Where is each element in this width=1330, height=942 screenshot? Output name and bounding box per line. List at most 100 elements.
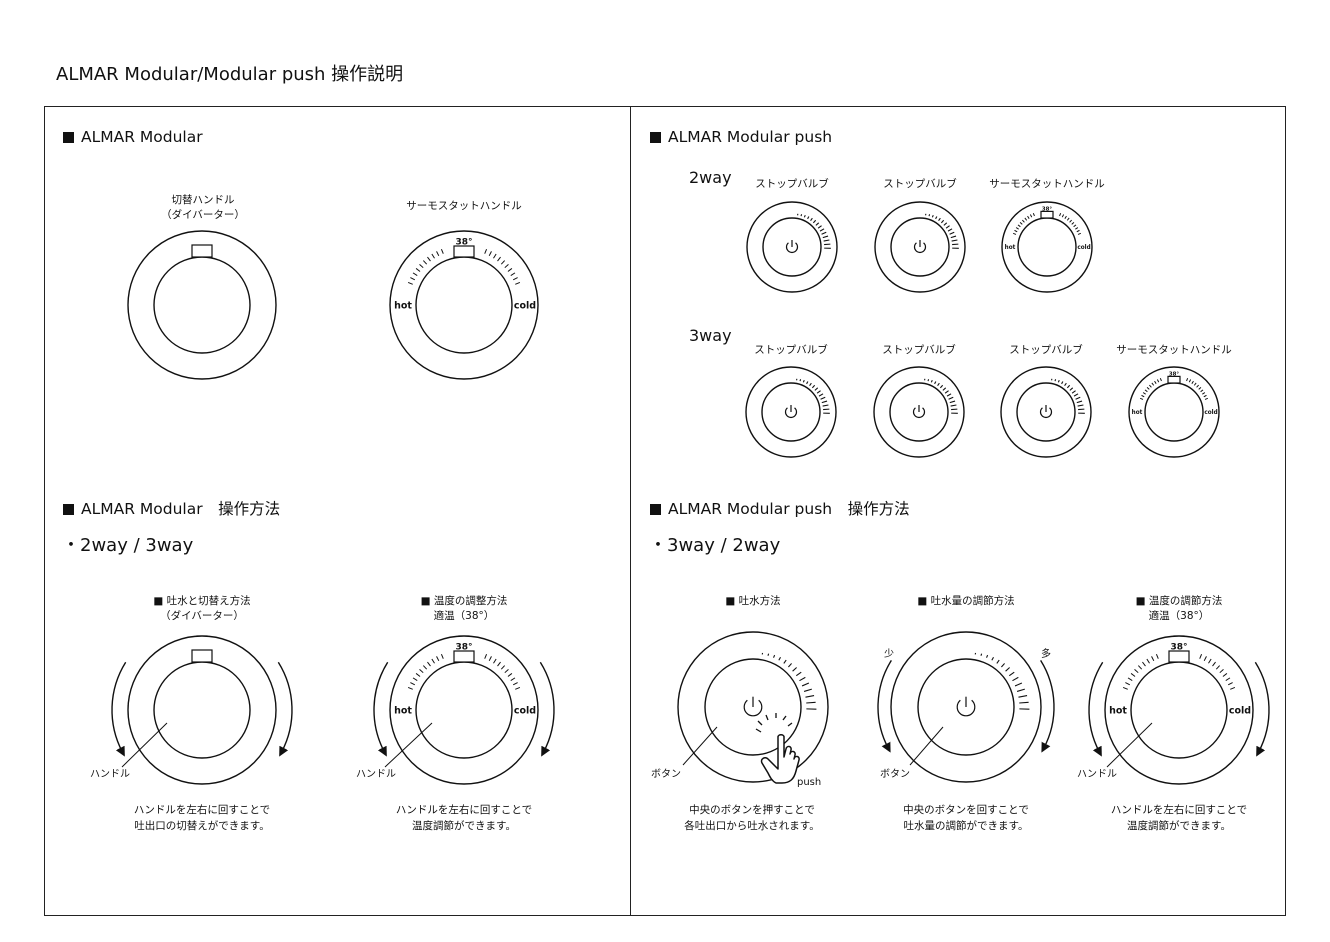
handle-notch: [453, 245, 475, 258]
scale-tick: [938, 217, 941, 222]
scale-tick: [436, 656, 440, 662]
push-label: push: [797, 777, 822, 788]
scale-tick: [1154, 380, 1157, 384]
scale-tick: [1230, 686, 1236, 690]
scale-tick: [927, 379, 930, 382]
pointer-label-handle: ハンドル: [1077, 769, 1117, 780]
pointer-label-button: ボタン: [880, 769, 910, 780]
scale-tick: [1186, 377, 1189, 382]
scale-tick: [510, 272, 516, 276]
scale-tick: [807, 216, 810, 220]
scale-tick: [488, 251, 492, 257]
scale-tick: [1225, 677, 1231, 681]
scale-tick: [1019, 222, 1023, 225]
stop-valve-button: [889, 382, 949, 442]
cold-label: cold: [1077, 245, 1090, 251]
scale-tick: [937, 382, 940, 387]
power-icon: [784, 405, 798, 419]
scale-tick: [1146, 387, 1150, 390]
scale-tick: [415, 673, 421, 677]
scale-tick: [818, 393, 824, 397]
flow-scale: [925, 213, 959, 249]
scale-tick: [507, 673, 513, 677]
scale-tick: [1208, 658, 1212, 664]
power-arc: [912, 407, 926, 419]
scale-tick: [407, 281, 413, 285]
press-spark: [787, 722, 793, 727]
handle-notch: [191, 649, 213, 663]
stop-valve-label: ストップバルブ: [1009, 344, 1083, 356]
hand-pointer-icon: [755, 713, 800, 784]
scale-tick: [930, 379, 933, 383]
stop-valve-outer-ring: [746, 201, 838, 293]
scale-tick: [512, 682, 518, 686]
scale-tick: [500, 260, 506, 265]
scale-tick: [803, 688, 812, 692]
hot-scale: [1122, 653, 1159, 690]
scale-tick: [1059, 212, 1062, 217]
scale-tick: [809, 382, 812, 387]
scale-tick: [1198, 387, 1202, 390]
scale-tick: [427, 256, 431, 262]
hot-label: hot: [394, 301, 412, 312]
scale-tick: [1193, 382, 1197, 386]
way-bullet-right: ・3way / 2way: [649, 535, 781, 556]
scale-tick: [1029, 214, 1033, 218]
scale-tick: [1016, 688, 1025, 692]
flow-method-title: ■ 吐水量の調節方法: [917, 595, 1015, 607]
thermostat-handle: [415, 256, 513, 354]
scale-tick: [767, 653, 770, 656]
scale-tick: [1077, 232, 1082, 235]
diverter-outer-ring: [127, 230, 277, 380]
section-title-text: ALMAR Modular 操作方法: [81, 500, 281, 518]
scale-tick: [410, 682, 416, 686]
stop-valve-outer-ring: [677, 631, 829, 783]
scale-tick: [928, 214, 931, 217]
scale-tick: [795, 671, 802, 677]
flow-scale: [1051, 378, 1085, 414]
press-spark: [765, 714, 769, 721]
power-arc: [743, 699, 763, 717]
hot-scale: [1012, 212, 1035, 235]
hot-scale: [407, 653, 444, 690]
cold-scale: [484, 653, 521, 690]
water-method-caption: 中央のボタンを押すことで各吐出口から吐水されます。: [684, 804, 820, 833]
flow-method-caption: 中央のボタンを回すことで吐水量の調節ができます。: [903, 804, 1029, 833]
scale-tick: [822, 235, 829, 239]
scale-tick: [815, 222, 820, 226]
scale-tick: [1203, 394, 1207, 398]
scale-tick: [986, 654, 989, 658]
scale-tick: [1227, 682, 1233, 686]
cold-scale: [1199, 653, 1236, 690]
scale-tick: [497, 256, 501, 262]
thermostat-handle-label: サーモスタットハンドル: [989, 178, 1105, 190]
thermostat-handle: [1130, 661, 1228, 759]
scale-tick: [1142, 661, 1146, 667]
pointer-label-handle: ハンドル: [90, 769, 130, 780]
scale-tick: [419, 668, 424, 674]
rotate-arrow-left: [111, 661, 127, 757]
scale-tick: [1017, 224, 1021, 228]
more-label: 多: [1041, 649, 1051, 660]
scale-tick: [1142, 392, 1146, 395]
power-icon: [1039, 405, 1053, 419]
scale-tick: [1139, 397, 1144, 400]
handle-notch: [453, 650, 475, 663]
scale-tick: [1012, 232, 1017, 235]
scale-tick: [1008, 671, 1015, 677]
scale-tick: [1146, 658, 1150, 664]
scale-tick: [1073, 224, 1077, 228]
scale-tick: [947, 228, 953, 232]
flow-scale: [761, 652, 817, 710]
scale-tick: [949, 400, 956, 404]
cold-label: cold: [1204, 410, 1217, 416]
flow-scale: [974, 652, 1030, 710]
scale-tick: [1018, 695, 1028, 698]
scale-tick: [802, 379, 805, 383]
thermostat-handle: [415, 661, 513, 759]
pointer-line: [1106, 722, 1153, 768]
scale-tick: [942, 387, 947, 391]
scale-tick: [1196, 384, 1199, 388]
scale-tick: [1014, 229, 1018, 233]
hot-label: hot: [1005, 245, 1016, 251]
